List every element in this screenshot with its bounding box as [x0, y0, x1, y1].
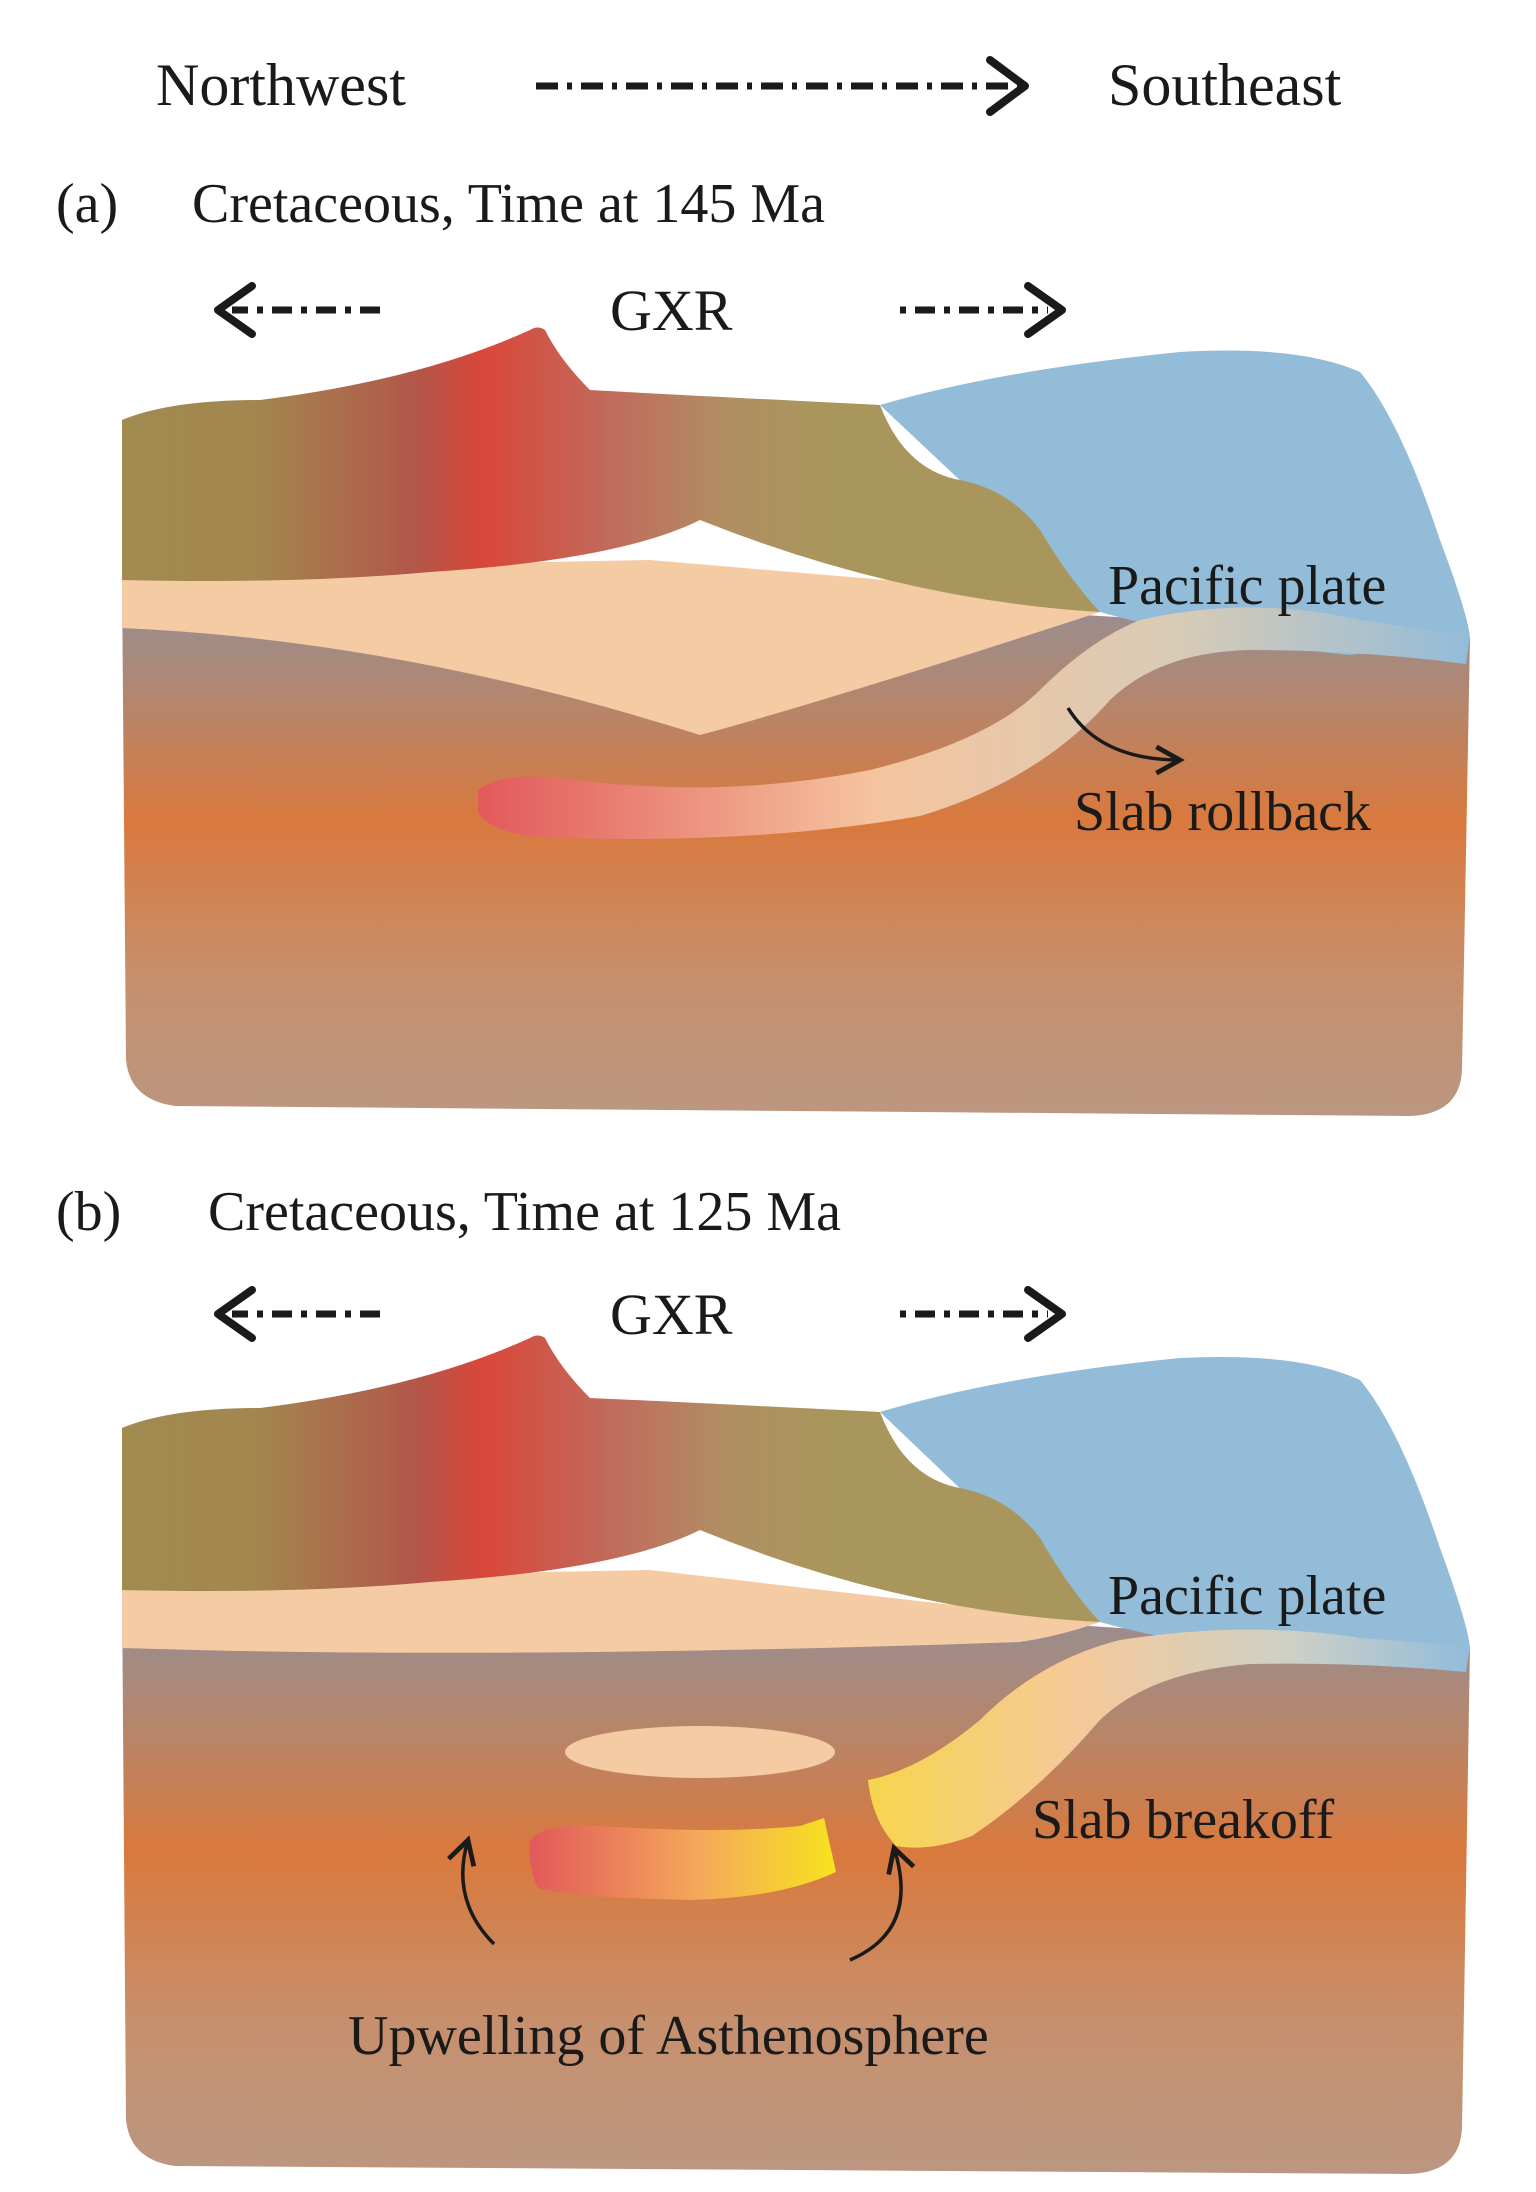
slab-breakoff-label: Slab breakoff — [1032, 1789, 1335, 1851]
broken-slab-left — [529, 1818, 836, 1900]
gxr-label-b: GXR — [610, 1282, 733, 1347]
pacific-plate-label: Pacific plate — [1108, 555, 1386, 617]
subducting-slab — [478, 607, 1470, 840]
extension-arrow-right — [900, 282, 1066, 338]
direction-arrow — [536, 56, 1029, 116]
panel-b-tag: (b) — [56, 1181, 121, 1243]
remaining-slab — [868, 1629, 1470, 1848]
northwest-label: Northwest — [156, 52, 406, 118]
rollback-arrow — [1066, 707, 1185, 776]
continental-surface-b — [122, 1335, 1100, 1622]
ocean-b — [880, 1356, 1470, 1662]
gxr-label: GXR — [610, 278, 733, 343]
detached-lens — [565, 1726, 835, 1778]
panel-b: (b) Cretaceous, Time at 125 Ma GXR Pacif… — [56, 1181, 1470, 2174]
panel-a: (a) Cretaceous, Time at 145 Ma GXR Pacif… — [56, 173, 1470, 1116]
pacific-plate-label-b: Pacific plate — [1108, 1565, 1386, 1627]
extension-arrow-right-b — [900, 1286, 1066, 1342]
ocean — [880, 350, 1470, 655]
extension-arrow-left — [214, 282, 380, 338]
crust-layer — [122, 560, 1120, 735]
upwelling-arrow-left — [446, 1835, 496, 1946]
upwelling-arrow-right — [849, 1843, 916, 1962]
panel-b-title: Cretaceous, Time at 125 Ma — [208, 1181, 841, 1243]
southeast-label: Southeast — [1108, 52, 1342, 118]
panel-a-title: Cretaceous, Time at 145 Ma — [192, 173, 825, 235]
panel-a-tag: (a) — [56, 173, 118, 235]
crust-layer-b — [122, 1570, 1100, 1653]
continental-surface — [122, 327, 1100, 612]
upwelling-label: Upwelling of Asthenosphere — [348, 2005, 989, 2067]
extension-arrow-left-b — [214, 1286, 380, 1342]
mantle-block — [122, 580, 1470, 1116]
slab-rollback-label: Slab rollback — [1074, 781, 1371, 843]
